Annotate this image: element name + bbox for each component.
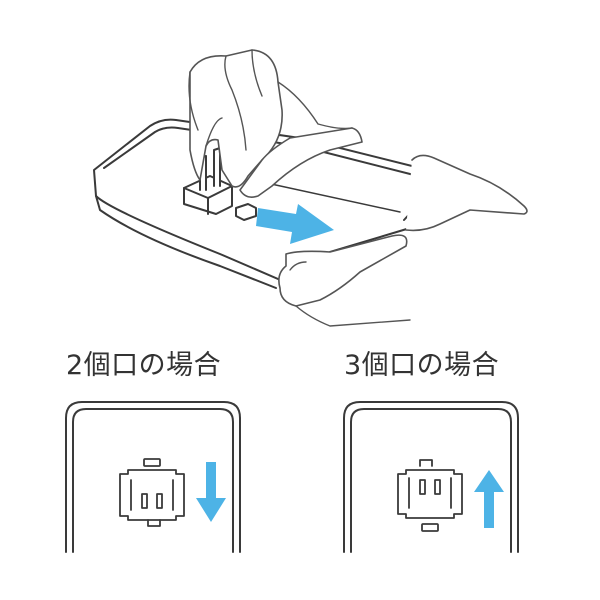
power-strip-front-edge — [95, 195, 277, 289]
arrow-down-icon — [196, 462, 226, 522]
caption-three-outlets: 3個口の場合 — [344, 350, 500, 381]
caption-two-outlets: 2個口の場合 — [66, 350, 222, 381]
panel-frame-inner — [72, 408, 234, 553]
arrow-right-icon — [256, 204, 334, 244]
power-strip-scene — [93, 49, 528, 327]
plug-prong-right — [213, 147, 221, 187]
panel-frame-inner — [350, 408, 512, 553]
panel-three-outlets — [343, 401, 519, 553]
lower-hand — [278, 234, 408, 307]
index-finger — [239, 127, 363, 198]
panel-two-outlets — [65, 401, 241, 553]
shutter-tab — [235, 203, 257, 221]
outlet-2 — [119, 458, 185, 527]
panel-frame-outer — [65, 401, 241, 553]
arrow-up-icon — [474, 470, 504, 528]
outlet-3 — [397, 459, 463, 532]
panel-frame-outer — [343, 401, 519, 553]
right-hand — [405, 154, 528, 232]
power-strip-seam — [261, 181, 401, 213]
